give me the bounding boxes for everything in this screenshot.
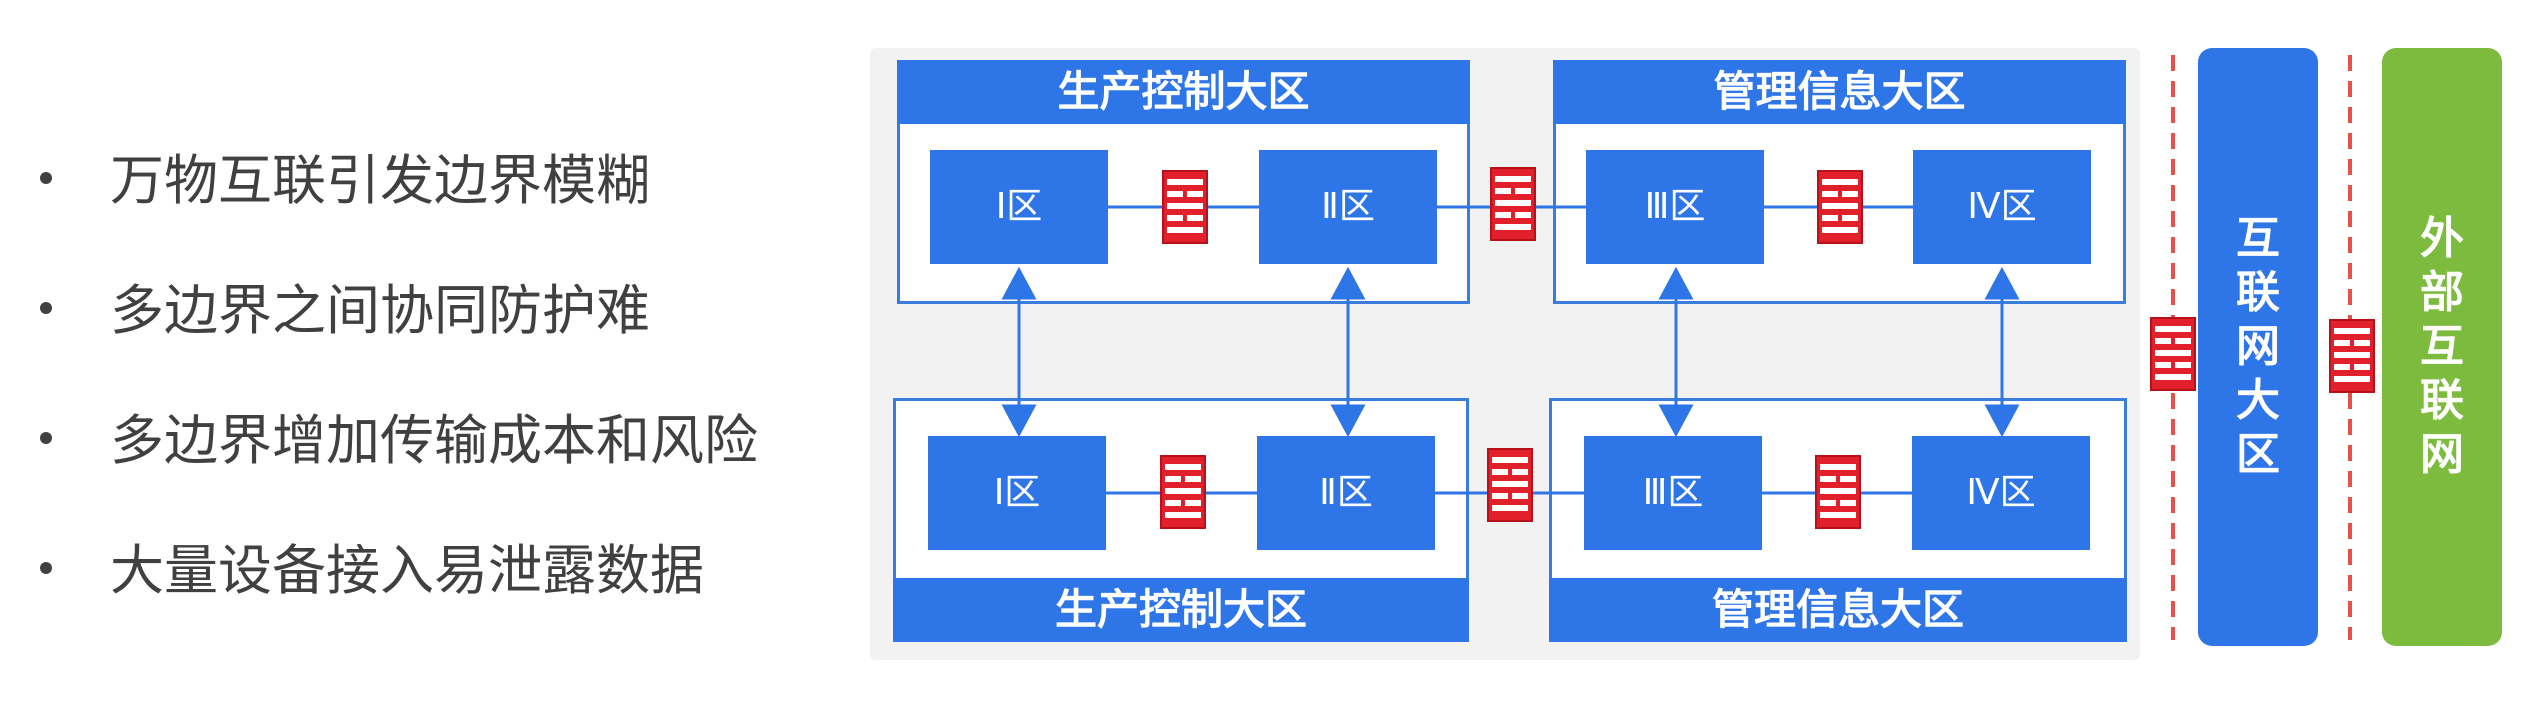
arrow-down-head — [1658, 404, 1694, 438]
arrow-down-head — [1984, 404, 2020, 438]
firewall-icon — [2329, 319, 2375, 393]
region-title: 管理信息大区 — [1553, 60, 2126, 124]
zone-4-top: Ⅳ区 — [1913, 150, 2091, 264]
zone-4-bottom: Ⅳ区 — [1912, 436, 2090, 550]
arrow-up-head — [1658, 266, 1694, 300]
zone-1-top: Ⅰ区 — [930, 150, 1108, 264]
arrow-up-head — [1330, 266, 1366, 300]
arrow-up-head — [1001, 266, 1037, 300]
issue-list: 万物互联引发边界模糊 多边界之间协同防护难 多边界增加传输成本和风险 大量设备接… — [0, 0, 860, 702]
external-internet-char: 联 — [2420, 375, 2464, 426]
external-internet-bar: 外 部 互 联 网 — [2382, 48, 2502, 646]
internet-zone-char: 网 — [2236, 321, 2280, 372]
firewall-icon — [1815, 455, 1861, 529]
arrow-down-head — [1001, 404, 1037, 438]
bullet-text: 万物互联引发边界模糊 — [110, 149, 650, 212]
arrow-up-head — [1984, 266, 2020, 300]
external-internet-char: 互 — [2420, 321, 2464, 372]
zone-2-top: Ⅱ区 — [1259, 150, 1437, 264]
zone-3-top: Ⅲ区 — [1586, 150, 1764, 264]
bullet-item: 大量设备接入易泄露数据 — [40, 526, 704, 605]
firewall-icon — [2150, 317, 2196, 391]
zone-1-bottom: Ⅰ区 — [928, 436, 1106, 550]
external-internet-char: 部 — [2420, 267, 2464, 318]
region-title: 生产控制大区 — [897, 60, 1470, 124]
region-title: 生产控制大区 — [893, 578, 1469, 642]
zone-2-bottom: Ⅱ区 — [1257, 436, 1435, 550]
bullet-item: 多边界之间协同防护难 — [40, 266, 650, 345]
internet-zone-char: 大 — [2236, 375, 2280, 426]
zone-3-bottom: Ⅲ区 — [1584, 436, 1762, 550]
internet-zone-char: 联 — [2236, 267, 2280, 318]
firewall-icon — [1487, 448, 1533, 522]
internet-zone-bar: 互 联 网 大 区 — [2198, 48, 2318, 646]
bullet-item: 多边界增加传输成本和风险 — [40, 396, 758, 475]
bullet-dot-icon — [40, 562, 52, 575]
internet-zone-char: 区 — [2236, 429, 2280, 480]
firewall-icon — [1490, 167, 1536, 241]
firewall-icon — [1162, 170, 1208, 244]
bullet-dot-icon — [40, 172, 52, 185]
bullet-text: 大量设备接入易泄露数据 — [110, 539, 704, 602]
firewall-icon — [1160, 455, 1206, 529]
external-internet-char: 外 — [2420, 213, 2464, 264]
bullet-text: 多边界增加传输成本和风险 — [110, 409, 758, 472]
internet-zone-char: 互 — [2236, 213, 2280, 264]
external-internet-char: 网 — [2420, 429, 2464, 480]
bullet-text: 多边界之间协同防护难 — [110, 279, 650, 342]
region-title: 管理信息大区 — [1549, 578, 2127, 642]
bullet-dot-icon — [40, 302, 52, 315]
bullet-dot-icon — [40, 432, 52, 445]
bullet-item: 万物互联引发边界模糊 — [40, 136, 650, 215]
arrow-down-head — [1330, 404, 1366, 438]
firewall-icon — [1817, 170, 1863, 244]
